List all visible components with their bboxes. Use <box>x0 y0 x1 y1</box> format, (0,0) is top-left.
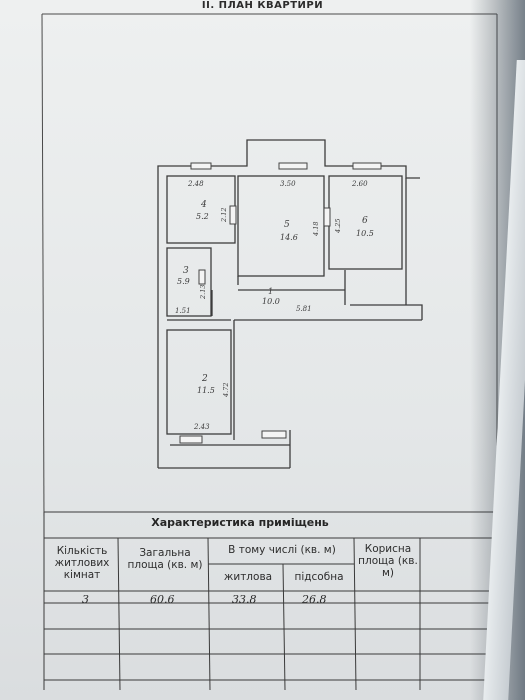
dimension-label: 2.43 <box>193 423 210 431</box>
dimension-label: 2.13 <box>199 285 207 300</box>
dimension-label: 4.72 <box>222 383 230 398</box>
dimension-label: 1.51 <box>175 307 191 315</box>
table-grid <box>43 511 498 691</box>
dimension-label: 2.48 <box>187 180 204 188</box>
column-header-rooms: Кількість житлових кімнат <box>54 545 110 582</box>
room-area-2: 11.5 <box>197 386 215 395</box>
plan-windows <box>179 162 382 444</box>
column-header-living: житлова <box>223 571 273 583</box>
room-area-5: 14.6 <box>280 233 298 242</box>
page-title: II. ПЛАН КВАРТИРИ <box>201 0 324 11</box>
room-area-6: 10.5 <box>356 229 374 238</box>
room-number-1: 1 <box>268 287 273 296</box>
value-rooms: 3 <box>82 593 89 606</box>
room-labels: 4 5.2 5 14.6 6 10.5 3 5.9 1 10.0 2 11.5 <box>177 200 374 395</box>
room-number-4: 4 <box>200 200 207 210</box>
dimension-label: 4.18 <box>312 222 320 237</box>
value-total: 60.6 <box>150 593 175 606</box>
dimension-label: 3.50 <box>280 180 296 188</box>
room-number-2: 2 <box>201 374 208 384</box>
column-header-total: Загальна площа (кв. м) <box>127 547 203 572</box>
room-area-4: 5.2 <box>196 212 209 221</box>
dimension-label: 5.81 <box>296 305 312 313</box>
column-header-useful: Корисна площа (кв. м) <box>358 543 418 580</box>
room-number-5: 5 <box>284 220 290 230</box>
value-auxiliary: 26.8 <box>302 593 327 606</box>
dimension-label: 4.25 <box>334 219 342 234</box>
dimension-labels: 2.48 3.50 2.60 2.12 4.18 4.25 2.13 1.51 … <box>175 180 368 431</box>
dimension-label: 2.60 <box>351 180 368 188</box>
column-header-including: В тому числі (кв. м) <box>228 544 336 556</box>
column-header-auxiliary: підсобна <box>294 571 344 583</box>
room-area-3: 5.9 <box>177 277 190 286</box>
value-living: 33.8 <box>232 593 257 606</box>
table-title: Характеристика приміщень <box>151 516 329 529</box>
room-number-6: 6 <box>362 216 368 226</box>
room-area-1: 10.0 <box>262 297 280 306</box>
dimension-label: 2.12 <box>220 208 228 223</box>
plan-walls <box>157 139 423 469</box>
room-number-3: 3 <box>183 266 189 276</box>
